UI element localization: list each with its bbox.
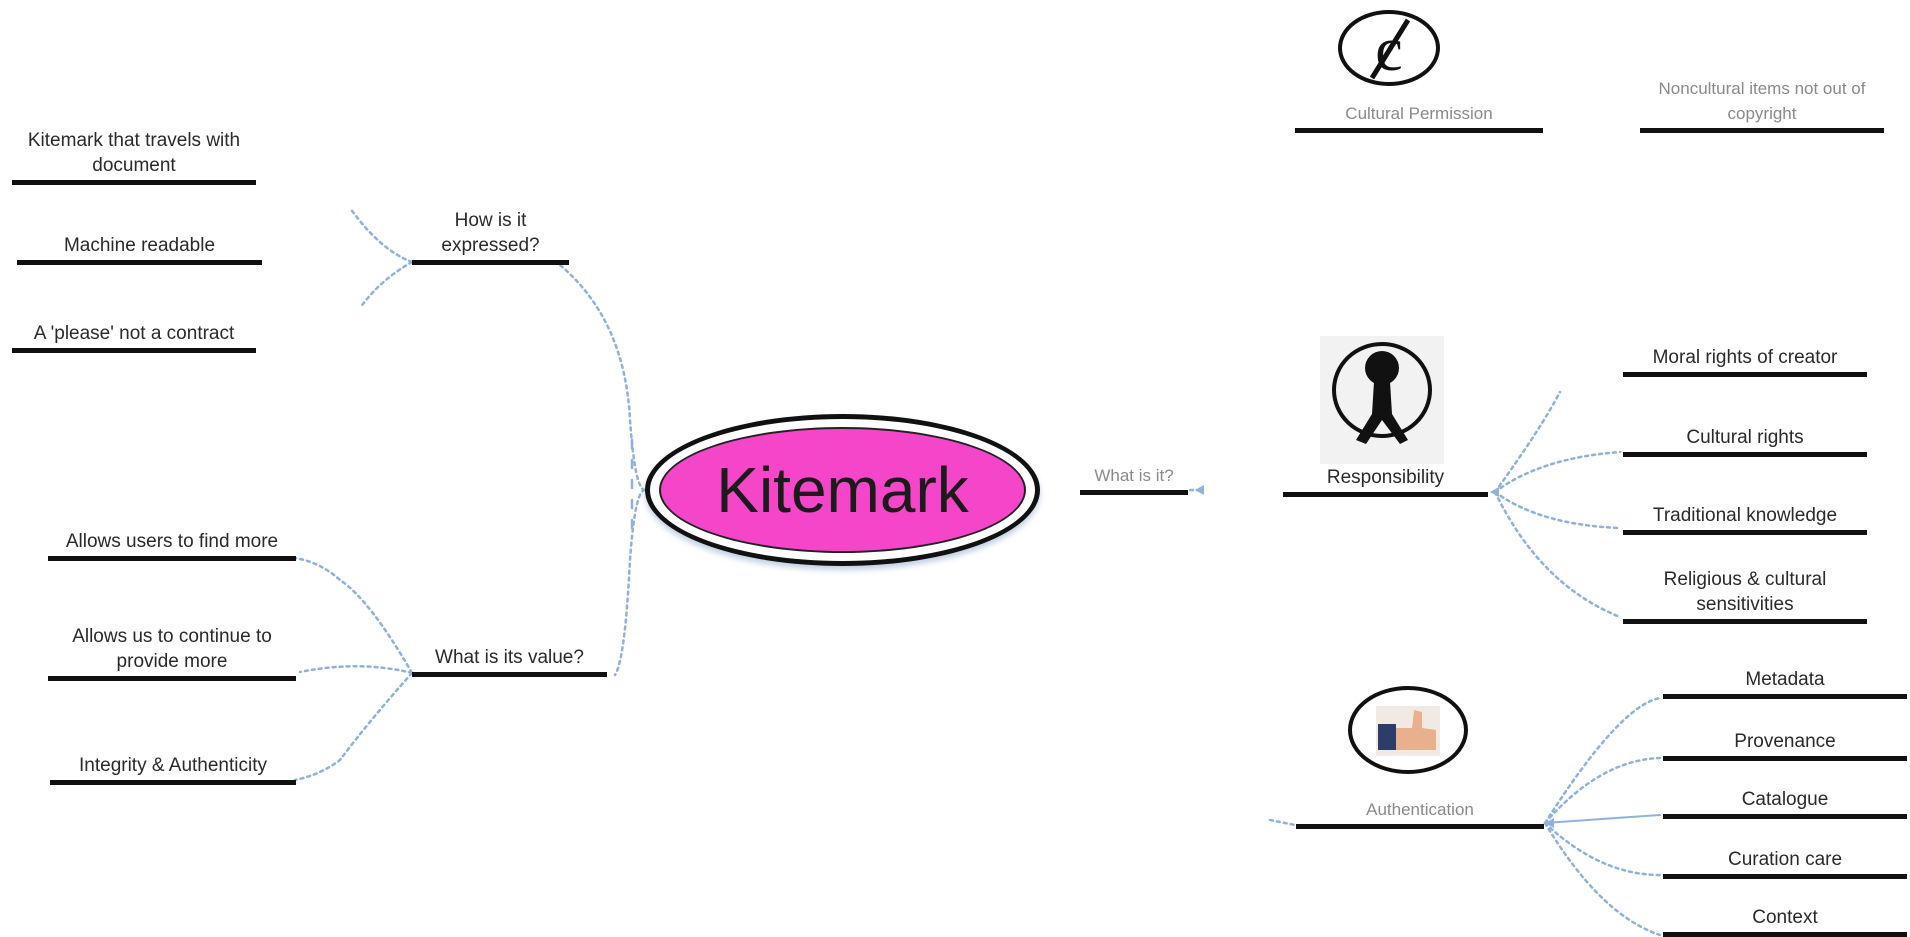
link-how-kitemark (348, 206, 414, 264)
leaf-context[interactable]: Context (1663, 905, 1907, 937)
link-value-integrity (293, 671, 414, 782)
thumbs-up-icon (1348, 686, 1468, 774)
link-resp-cultural (1493, 450, 1622, 494)
branch-authentication[interactable]: Authentication (1296, 796, 1544, 829)
link-auth-catalogue (1544, 814, 1661, 824)
leaf-find-more[interactable]: Allows users to find more (48, 502, 296, 561)
link-auth-provenance (1543, 756, 1662, 825)
link-resp-moral (1493, 390, 1562, 494)
branch-value[interactable]: What is its value? (412, 622, 607, 677)
link-resp-religious (1493, 490, 1622, 619)
leaf-catalogue[interactable]: Catalogue (1663, 786, 1907, 819)
link-value-find (293, 556, 414, 675)
link-resp-traditional (1493, 490, 1622, 530)
root-label: Kitemark (659, 427, 1026, 553)
branch-responsibility[interactable]: Responsibility (1283, 464, 1488, 497)
leaf-machine-readable[interactable]: Machine readable (17, 232, 262, 265)
link-auth-metadata (1543, 696, 1662, 825)
runner-in-ring-icon (1320, 336, 1444, 464)
leaf-noncultural-items[interactable]: Noncultural items not out of copyright (1640, 76, 1884, 133)
leaf-integrity-authenticity[interactable]: Integrity & Authenticity (50, 728, 296, 785)
branch-how-expressed[interactable]: How is it expressed? (412, 208, 569, 265)
leaf-metadata[interactable]: Metadata (1663, 666, 1907, 699)
link-how-please (358, 260, 414, 310)
leaf-religious-sensitivities[interactable]: Religious & cultural sensitivities (1623, 565, 1867, 624)
branch-cultural-permission[interactable]: Cultural Permission (1295, 98, 1543, 133)
link-auth-curation (1543, 821, 1662, 877)
root-node[interactable]: Kitemark (645, 414, 1040, 566)
leaf-traditional-knowledge[interactable]: Traditional knowledge (1623, 476, 1867, 535)
leaf-curation-care[interactable]: Curation care (1663, 846, 1907, 879)
link-auth-context (1543, 821, 1662, 937)
leaf-please-not-contract[interactable]: A 'please' not a contract (12, 296, 256, 353)
link-root-value (613, 488, 647, 677)
branch-what-is-it[interactable]: What is it? (1080, 438, 1188, 495)
leaf-cultural-rights[interactable]: Cultural rights (1623, 424, 1867, 457)
leaf-provenance[interactable]: Provenance (1663, 728, 1907, 761)
leaf-kitemark-travels[interactable]: Kitemark that travels with document (12, 102, 256, 185)
leaf-moral-rights[interactable]: Moral rights of creator (1623, 318, 1867, 377)
no-copyright-icon: c (1338, 10, 1440, 86)
link-root-how (558, 263, 647, 492)
leaf-provide-more[interactable]: Allows us to continue to provide more (48, 598, 296, 681)
